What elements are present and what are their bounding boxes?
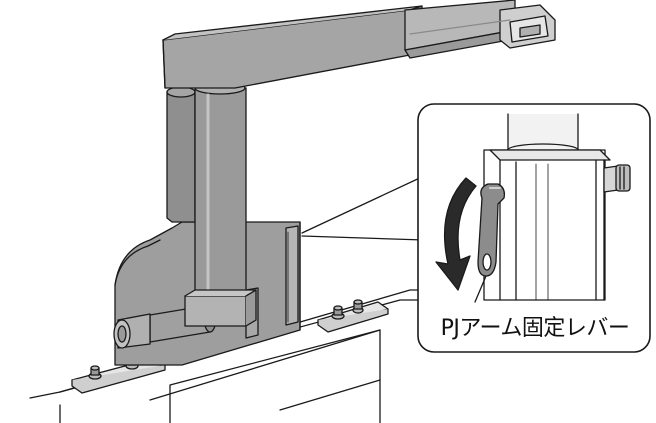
callout-leader: [301, 175, 425, 241]
vertical-column-back: [166, 86, 196, 223]
vertical-column-front: [194, 81, 247, 301]
column-collar: [184, 289, 257, 327]
rotate-down-arrow-icon: [435, 177, 477, 291]
horizontal-arm: [162, 5, 423, 89]
mounting-plate-right: [317, 299, 389, 333]
pj-arm-fixing-lever-icon: [477, 183, 506, 277]
pj-arm-fixing-lever-label: PJアーム固定レバー: [440, 316, 630, 341]
arm-end-rail: [404, 0, 556, 59]
callout-detail: [435, 113, 631, 303]
